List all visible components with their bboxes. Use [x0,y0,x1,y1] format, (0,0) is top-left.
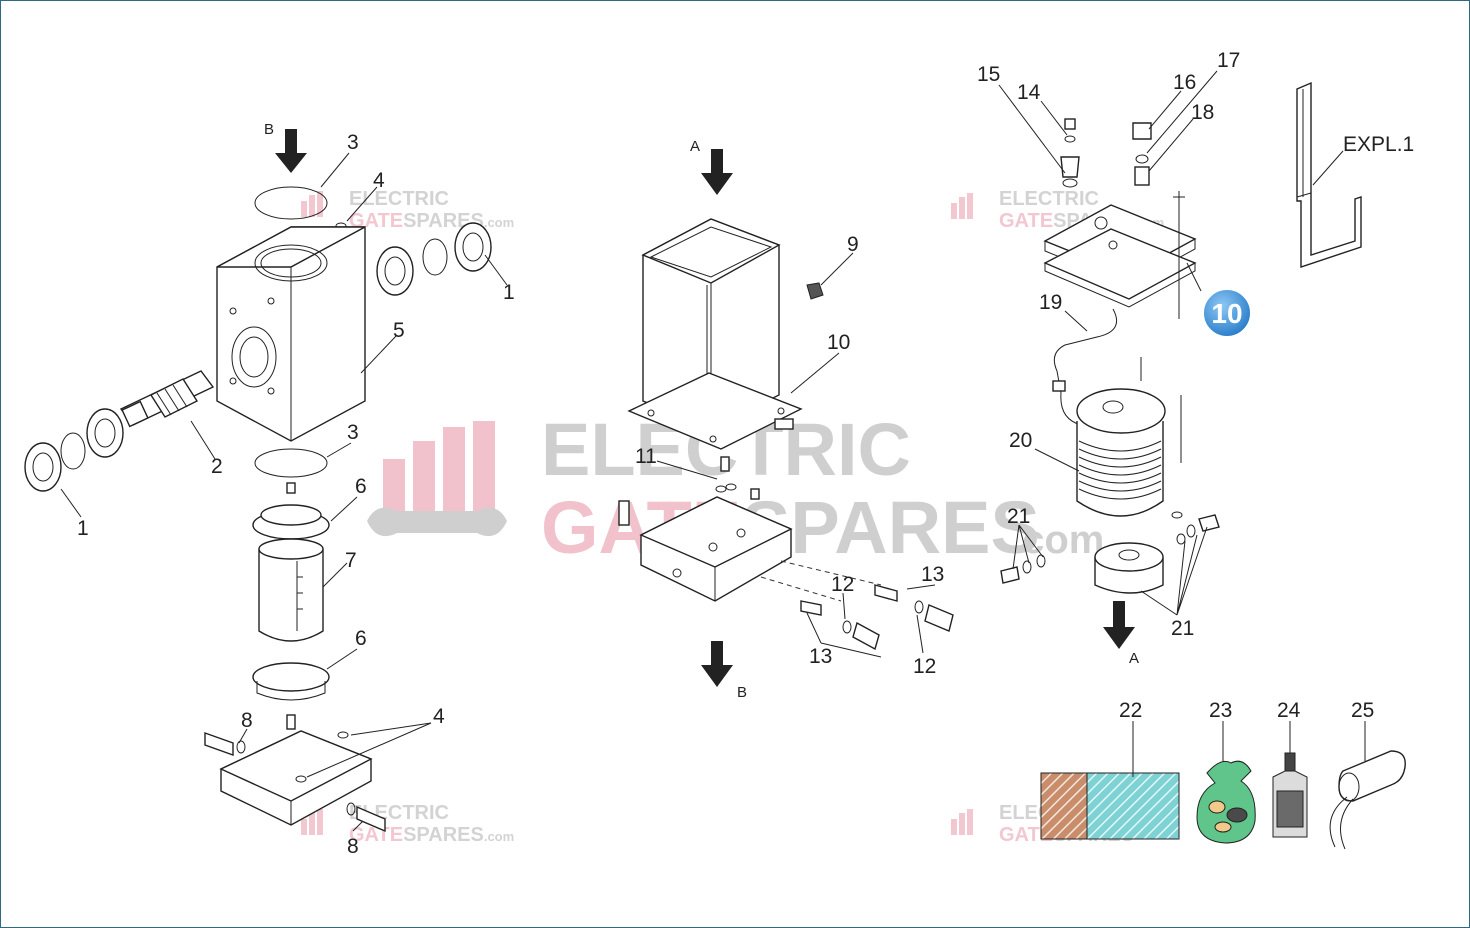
label-1-left: 1 [77,517,89,540]
label-21-left: 21 [1007,505,1030,528]
fitting-8-top [204,732,234,756]
arrow-a-top [701,149,733,195]
washer-1-right [454,222,492,272]
plug-16 [1132,122,1152,140]
label-15: 15 [977,63,1000,86]
label-18: 18 [1191,101,1214,124]
label-4-top: 4 [373,169,385,192]
label-4-bottom: 4 [433,705,445,728]
arrow-b-top-label: B [264,121,274,138]
arrow-b-bottom [701,641,733,687]
accessories [1040,721,1406,850]
label-3-top: 3 [347,131,359,154]
label-7: 7 [345,549,357,572]
label-5: 5 [393,319,405,342]
label-expl-1: EXPL.1 [1343,133,1414,156]
bearing-left [86,408,124,458]
label-25: 25 [1351,699,1374,722]
label-2: 2 [211,455,223,478]
tank-flange [627,372,803,450]
svg-text:GATESPARES.com: GATESPARES.com [349,824,514,846]
arrow-a-bottom [1103,601,1135,649]
label-9: 9 [847,233,859,256]
highlight-badge-10 [1202,288,1252,338]
label-20: 20 [1009,429,1032,452]
right-assembly: 10 A [998,70,1252,667]
arrow-a-bottom-label: A [1129,650,1139,667]
arrow-a-top-label: A [690,138,700,155]
fitting-13-right [874,584,898,602]
badge-10-label: 10 [1211,298,1242,329]
label-24: 24 [1277,699,1301,722]
screw-11 [618,500,630,526]
label-23: 23 [1209,699,1232,722]
watermark-small-1: ELECTRIC GATESPARES.com [301,188,514,232]
label-11: 11 [635,445,657,468]
item-22-box-left [1040,772,1088,840]
cylinder-7 [258,549,324,642]
tool-expl-1: EXPL.1 [1296,81,1414,268]
label-12-right: 12 [913,655,936,678]
center-assembly: A B [618,138,954,701]
item-25-capacitor [1338,750,1406,802]
arrow-b-top [275,129,307,173]
label-14: 14 [1017,81,1041,104]
screw-9 [806,282,824,300]
circlip-right [422,238,448,276]
cable-19 [1053,308,1117,426]
circlip-left [60,432,86,470]
label-6-bottom: 6 [355,627,367,650]
label-3-bottom: 3 [347,421,359,444]
label-8-top: 8 [241,709,253,732]
watermark-small-3: ELECTRIC GATESPARES.com [301,802,514,846]
o-ring-12-left [842,620,852,634]
arrow-b-bottom-label: B [737,684,747,701]
motor-20 [1076,421,1164,517]
label-1-right: 1 [503,281,515,304]
label-22: 22 [1119,699,1142,722]
item-23-seal-bag [1196,760,1256,844]
svg-text:GATESPARES.com: GATESPARES.com [349,210,514,232]
label-10: 10 [827,331,850,354]
seal-6-bottom [252,662,330,692]
label-17: 17 [1217,49,1240,72]
o-ring-12-right [914,600,924,614]
bearing-right [376,246,414,296]
label-16: 16 [1173,71,1196,94]
label-6-top: 6 [355,475,367,498]
label-12-left: 12 [831,573,854,596]
label-19: 19 [1039,291,1062,314]
item-22-box-right [1086,772,1180,840]
label-8-bottom: 8 [347,835,359,858]
fitting-13-left [800,600,822,616]
left-assembly: B [24,121,508,833]
part-labels: 3 4 1 5 2 1 3 6 7 6 8 4 8 9 10 11 12 13 … [77,49,1374,858]
fitting-8-bottom [356,805,386,833]
plug-15 [1060,156,1080,178]
label-13-right: 13 [921,563,944,586]
washer-1-left [24,442,62,492]
svg-text:ELECTRIC: ELECTRIC [999,188,1099,210]
o-ring-3-bottom [254,448,328,478]
label-21-right: 21 [1171,617,1194,640]
svg-text:ELECTRIC: ELECTRIC [349,188,449,210]
o-ring-3-top [254,186,328,220]
label-13-left: 13 [809,645,832,668]
